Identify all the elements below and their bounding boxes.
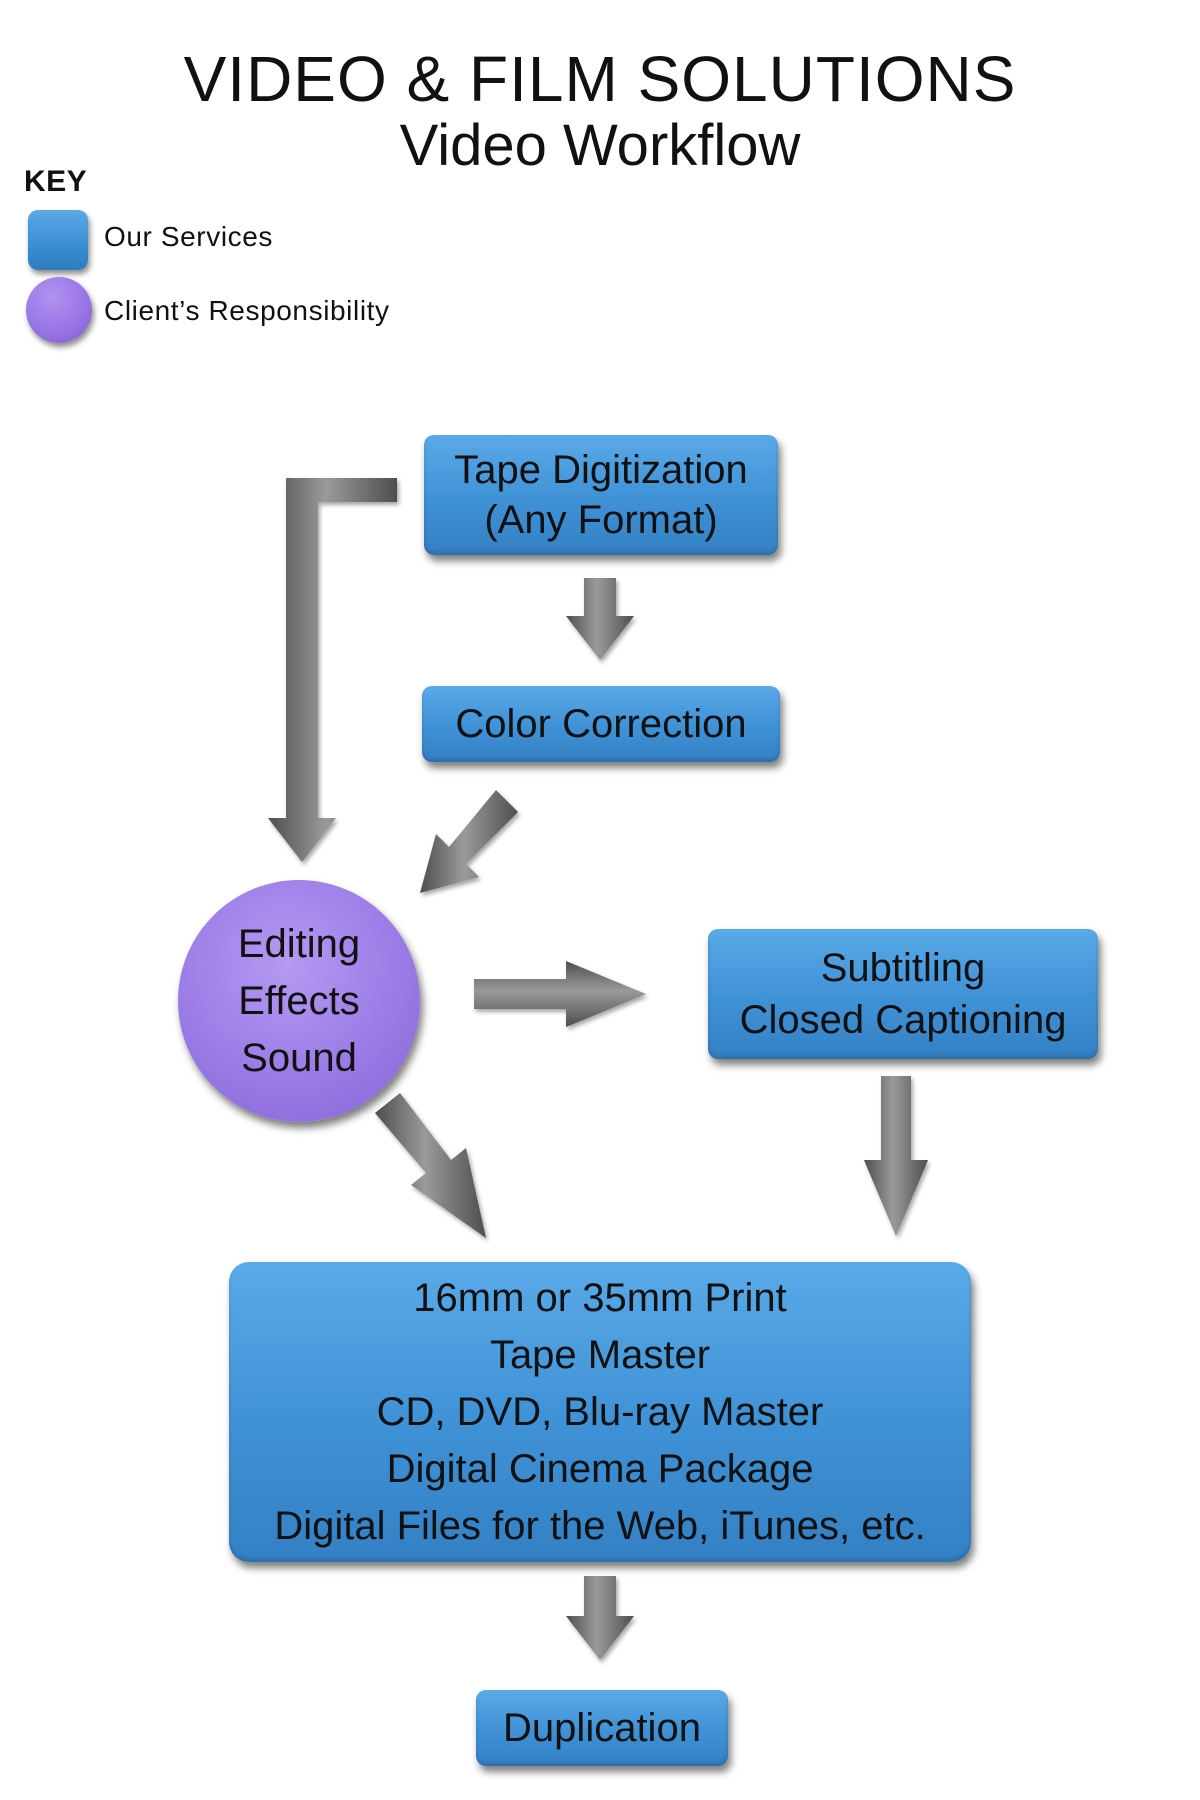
node-tape-line-1: Tape Digitization (454, 448, 748, 492)
node-output-line-5: Digital Files for the Web, iTunes, etc. (274, 1503, 926, 1548)
node-tape-line-2: (Any Format) (484, 498, 718, 542)
key-label-client: Client’s Responsibility (104, 295, 390, 326)
node-output-line-4: Digital Cinema Package (386, 1446, 814, 1491)
arrow-subtitling-to-output (864, 1076, 928, 1236)
node-output-line-3: CD, DVD, Blu-ray Master (376, 1389, 824, 1434)
node-subtitling: Subtitling Closed Captioning (708, 929, 1098, 1059)
node-tape-digitization: Tape Digitization (Any Format) (424, 435, 778, 555)
node-color-line-1: Color Correction (455, 701, 747, 746)
node-output-line-2: Tape Master (489, 1332, 711, 1377)
node-output-masters: 16mm or 35mm Print Tape Master CD, DVD, … (229, 1262, 971, 1562)
node-output-line-1: 16mm or 35mm Print (413, 1275, 787, 1320)
arrow-color-to-editing (420, 790, 518, 893)
key-swatch-services (28, 210, 88, 270)
node-duplication: Duplication (476, 1690, 728, 1766)
key-title: KEY (24, 165, 88, 198)
key-label-services: Our Services (104, 221, 274, 252)
node-editing-line-1: Editing (237, 921, 361, 966)
node-editing-effects-sound: Editing Effects Sound (178, 880, 420, 1122)
arrow-output-to-duplication (566, 1576, 634, 1660)
node-subtitling-line-2: Closed Captioning (739, 998, 1067, 1042)
node-color-correction: Color Correction (422, 686, 780, 762)
arrow-tape-to-editing (268, 478, 397, 862)
node-editing-line-3: Sound (241, 1035, 357, 1080)
page-title: VIDEO & FILM SOLUTIONS (183, 43, 1017, 115)
arrow-editing-to-subtitling (474, 961, 646, 1027)
arrow-editing-to-output (375, 1093, 486, 1238)
node-subtitling-line-1: Subtitling (820, 946, 986, 990)
node-editing-line-2: Effects (238, 978, 360, 1023)
arrow-tape-to-color (566, 578, 634, 660)
key-swatch-client (26, 277, 92, 343)
node-duplication-line-1: Duplication (503, 1705, 701, 1750)
page-subtitle: Video Workflow (399, 113, 801, 178)
